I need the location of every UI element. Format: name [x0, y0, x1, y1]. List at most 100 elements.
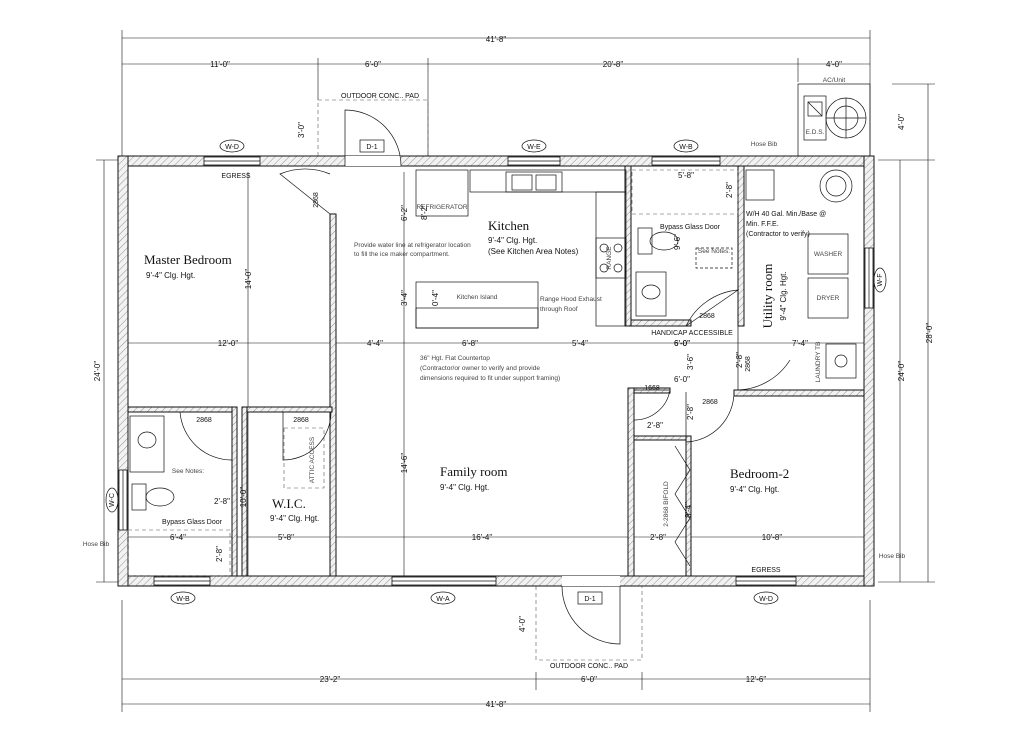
tag-door-ext-2: D-1	[584, 596, 595, 603]
hose-bib-top: Hose Bib	[751, 141, 778, 148]
tag-door-linen: 1668	[644, 385, 660, 392]
room-kitchen-note: (See Kitchen Area Notes)	[488, 247, 579, 256]
dim-v-hall: 2'-8"	[686, 404, 695, 420]
dim-v-hall-2: 3'-6"	[686, 354, 695, 370]
handicap-label: HANDICAP ACCESSIBLE	[651, 330, 733, 337]
room-kitchen-title: Kitchen	[488, 218, 530, 233]
pad-bottom-label: OUTDOOR CONC.. PAD	[550, 663, 628, 670]
tag-door-ext-1: D-1	[366, 144, 377, 151]
tag-window-3: W-B	[679, 144, 693, 151]
windows	[118, 156, 874, 586]
dim-row1-2: 4'-4"	[367, 339, 383, 348]
tag-window-4: W-F	[877, 273, 884, 286]
dim-right-inner: 24'-0"	[897, 361, 906, 382]
dim-v-pad-top: 3'-0"	[297, 122, 306, 138]
dim-v-wic: 10'-0"	[239, 487, 248, 508]
dim-small-2: 6'-0"	[674, 375, 690, 384]
countertop-note-3: dimensions required to fit under support…	[420, 375, 560, 382]
dryer-label: DRYER	[817, 295, 840, 302]
tag-window-1: W-D	[225, 144, 239, 151]
bypass-door-top: Bypass Glass Door	[660, 224, 721, 231]
dim-small-6: 0'-4"	[431, 290, 440, 306]
kitchen-fixtures	[415, 169, 627, 329]
eds-label: E.D.S.	[806, 129, 825, 136]
laundry-label: LAUNDRY TB	[815, 342, 822, 383]
dim-v-closet: 8'-4"	[684, 502, 693, 518]
attic-access-label: ATTIC ACCESS	[309, 436, 316, 483]
dim-small-4: 2'-8"	[647, 421, 663, 430]
ac-unit-label: AC/Unit	[823, 77, 846, 84]
tag-window-7: W-A	[436, 596, 450, 603]
dim-overall-bottom: 41'-8"	[486, 700, 507, 709]
dim-overall-top: 41'-8"	[486, 35, 507, 44]
water-heater-note-3: (Contractor to verify)	[746, 231, 810, 238]
tag-door-master: 2868	[313, 192, 320, 208]
dim-v-utility-door: 2'-8"	[735, 352, 744, 368]
dim-bottom-2: 6'-0"	[581, 675, 597, 684]
room-utility-title: Utility room	[760, 264, 775, 329]
countertop-note-2: (Contractor/or owner to verify and provi…	[420, 365, 540, 372]
dim-right-overall: 28'-0"	[925, 323, 934, 344]
dim-row1-3: 6'-8"	[462, 339, 478, 348]
dim-v-pad-bottom: 4'-0"	[518, 616, 527, 632]
dim-v-shower-top: 2'-8"	[725, 182, 734, 198]
dim-top-4: 4'-0"	[826, 60, 842, 69]
washer-label: WASHER	[814, 251, 843, 258]
dim-v-family: 14'-6"	[400, 453, 409, 474]
dim-bottom-1: 23'-2"	[320, 675, 341, 684]
annotations: EGRESS EGRESS OUTDOOR CONC.. PAD OUTDOOR…	[83, 77, 906, 670]
see-notes-bottom: See Notes:	[172, 468, 204, 475]
dim-v-kitchen-1: 8'-2"	[420, 204, 429, 220]
tag-window-8: W-D	[759, 596, 773, 603]
range-hood-note-1: Range Hood Exhaust	[540, 296, 602, 303]
hose-bib-right: Hose Bib	[879, 553, 906, 560]
bypass-door-bottom: Bypass Glass Door	[162, 519, 223, 526]
dim-v-kitchen-2: 6'-2"	[400, 205, 409, 221]
door-tags: 2868 2868 2868 2868 2868 2868 1668	[196, 192, 752, 424]
dim-right-top: 4'-0"	[897, 114, 906, 130]
dim-bottom-3: 12'-6"	[746, 675, 767, 684]
water-heater-note-1: W/H 40 Gal. Min./Base @	[746, 211, 826, 218]
water-line-note-1: Provide water line at refrigerator locat…	[354, 242, 471, 249]
room-labels: Master Bedroom 9'-4" Clg. Hgt. Kitchen 9…	[144, 218, 789, 523]
room-wic-height: 9'-4" Clg. Hgt.	[270, 514, 319, 523]
dim-small-3: 6'-0"	[674, 339, 690, 348]
dim-top-1: 11'-0"	[210, 60, 230, 69]
room-utility-height: 9'-4" Clg. Hgt.	[779, 271, 788, 320]
tag-door-bath2: 2868	[699, 313, 715, 320]
range-label: RANGE	[606, 246, 613, 270]
tag-window-2: W-E	[527, 144, 541, 151]
water-line-note-2: to fill the ice maker compartment.	[354, 251, 450, 258]
dim-row2-5: 10'-8"	[762, 533, 783, 542]
dim-row2-4: 2'-8"	[650, 533, 666, 542]
tag-door-bath: 2868	[196, 417, 212, 424]
site-elements	[317, 83, 871, 661]
dim-v-shower: 2'-8"	[215, 546, 224, 562]
room-master-title: Master Bedroom	[144, 252, 232, 267]
dim-v-bath: 9'-6"	[673, 234, 682, 250]
water-heater-note-2: Min. F.F.E.	[746, 221, 779, 228]
room-wic-title: W.I.C.	[272, 496, 306, 511]
room-bedroom2-height: 9'-4" Clg. Hgt.	[730, 485, 779, 494]
dim-row2-2: 5'-8"	[278, 533, 294, 542]
doors	[179, 109, 791, 645]
room-family-title: Family room	[440, 464, 508, 479]
dim-row1-4: 5'-4"	[572, 339, 588, 348]
egress-master: EGRESS	[221, 173, 251, 180]
room-family-height: 9'-4" Clg. Hgt.	[440, 483, 489, 492]
room-kitchen-height: 9'-4" Clg. Hgt.	[488, 236, 537, 245]
dim-row2-3: 16'-4"	[472, 533, 493, 542]
dim-row1-5: 6'-0"	[674, 339, 690, 348]
tag-window-5: W-C	[109, 493, 116, 507]
tag-door-utility: 2868	[745, 356, 752, 372]
bifold-label: 2-2868 BIFOLD	[663, 481, 670, 527]
dim-top-2: 6'-0"	[365, 60, 381, 69]
dim-small-1: 5'-8"	[678, 171, 694, 180]
countertop-note-1: 36" Hgt. Flat Countertop	[420, 355, 490, 362]
tag-window-6: W-B	[176, 596, 190, 603]
bath-fixtures	[127, 169, 857, 577]
see-notes-top: See Notes:	[698, 248, 730, 255]
room-master-height: 9'-4" Clg. Hgt.	[146, 271, 195, 280]
dim-row1-1: 12'-0"	[218, 339, 239, 348]
